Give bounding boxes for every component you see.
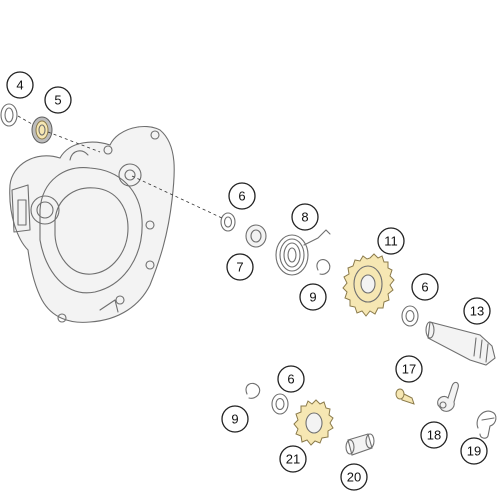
callout-9-bottom: 9 — [221, 405, 249, 433]
callout-19: 19 — [460, 437, 488, 465]
callout-9-top-label: 9 — [309, 290, 316, 305]
callout-18-label: 18 — [427, 428, 441, 443]
callout-20: 20 — [340, 463, 368, 491]
callout-6-middle: 6 — [411, 273, 439, 301]
callout-6-bottom: 6 — [277, 365, 305, 393]
callout-4: 4 — [6, 71, 34, 99]
callout-17: 17 — [395, 355, 423, 383]
callout-6-top: 6 — [228, 182, 256, 210]
callout-11: 11 — [377, 227, 405, 255]
engine-case-cover — [9, 126, 175, 323]
callout-18: 18 — [420, 421, 448, 449]
callout-21-label: 21 — [286, 452, 300, 467]
callout-8: 8 — [291, 203, 319, 231]
part-20-sleeve — [345, 433, 375, 456]
part-9-circlip-bottom — [245, 382, 261, 399]
callout-6-middle-label: 6 — [421, 280, 428, 295]
part-5-bearing — [31, 116, 53, 144]
callout-9-top: 9 — [299, 283, 327, 311]
part-4-seal-ring — [0, 103, 18, 127]
part-6-washer-bottom — [271, 393, 289, 415]
callout-9-bottom-label: 9 — [231, 412, 238, 427]
part-13-kickstart-shaft — [425, 321, 496, 366]
callout-21: 21 — [279, 445, 307, 473]
callout-4-label: 4 — [16, 78, 23, 93]
part-18-lever — [437, 381, 459, 412]
callout-8-label: 8 — [301, 210, 308, 225]
part-19-spring-clip — [476, 410, 497, 439]
callout-11-label: 11 — [384, 234, 398, 249]
callout-5-label: 5 — [54, 93, 61, 108]
callout-6-top-label: 6 — [238, 189, 245, 204]
part-6-washer-middle — [401, 305, 419, 327]
callout-7-label: 7 — [236, 260, 243, 275]
callout-6-bottom-label: 6 — [287, 372, 294, 387]
part-8-kickstart-spring — [275, 229, 331, 276]
part-9-circlip-top — [316, 259, 331, 275]
callout-20-label: 20 — [347, 470, 361, 485]
callout-13: 13 — [463, 297, 491, 325]
part-11-kickstart-gear — [342, 253, 395, 317]
callout-19-label: 19 — [467, 444, 481, 459]
callout-17-label: 17 — [402, 362, 416, 377]
callout-5: 5 — [44, 86, 72, 114]
part-17-bolt — [395, 388, 415, 405]
part-21-idler-gear — [293, 399, 334, 446]
callout-7: 7 — [226, 253, 254, 281]
part-6-washer-top — [220, 212, 236, 232]
assembly-axis-lines — [17, 115, 223, 219]
part-7-bushing — [245, 224, 267, 248]
callout-13-label: 13 — [470, 304, 484, 319]
